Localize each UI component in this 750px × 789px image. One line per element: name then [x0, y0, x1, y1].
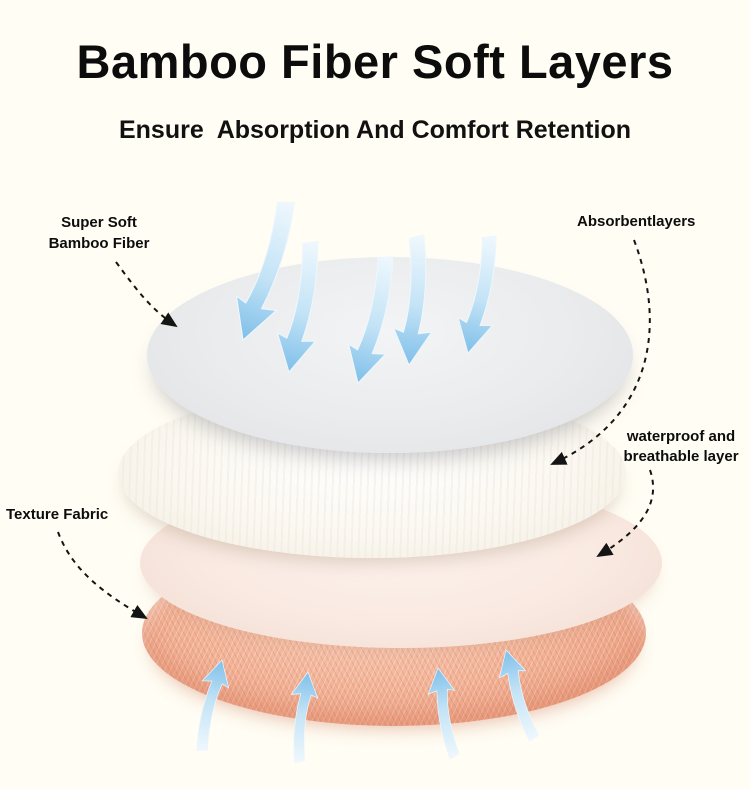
label-line: Bamboo Fiber	[48, 235, 150, 252]
label-line: waterproof and	[626, 428, 736, 445]
label-line: breathable layer	[623, 448, 739, 465]
label-line: Super Soft	[61, 214, 137, 231]
label-waterproof-breathable: waterproof and breathable layer	[618, 427, 744, 467]
label-absorbent-layers: Absorbentlayers	[577, 213, 696, 230]
page-title: Bamboo Fiber Soft Layers	[76, 35, 674, 88]
label-texture-fabric: Texture Fabric	[6, 506, 109, 523]
layer-super-soft-bamboo-fiber	[147, 257, 633, 453]
label-super-soft-bamboo-fiber: Super Soft Bamboo Fiber	[34, 212, 164, 254]
page-subtitle: Ensure Absorption And Comfort Retention	[118, 116, 631, 144]
pointer-texture-fabric	[57, 531, 148, 619]
